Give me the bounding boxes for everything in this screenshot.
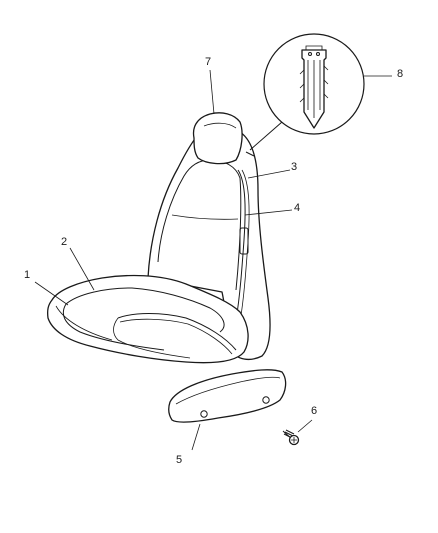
- callout-8: 8: [397, 68, 404, 80]
- seat-back: [147, 127, 271, 361]
- callout-1: 1: [24, 269, 31, 281]
- callout-5: 5: [176, 454, 183, 466]
- detail-callout: [245, 33, 365, 157]
- callout-7: 7: [205, 56, 212, 68]
- side-shield: [168, 369, 287, 423]
- callout-3: 3: [291, 161, 298, 173]
- callout-4: 4: [294, 202, 301, 214]
- seat-cushion: [46, 274, 249, 364]
- headrest: [192, 112, 243, 165]
- screw: [282, 429, 300, 446]
- leader-lines: [34, 69, 392, 451]
- callout-6: 6: [311, 405, 318, 417]
- callout-2: 2: [61, 236, 68, 248]
